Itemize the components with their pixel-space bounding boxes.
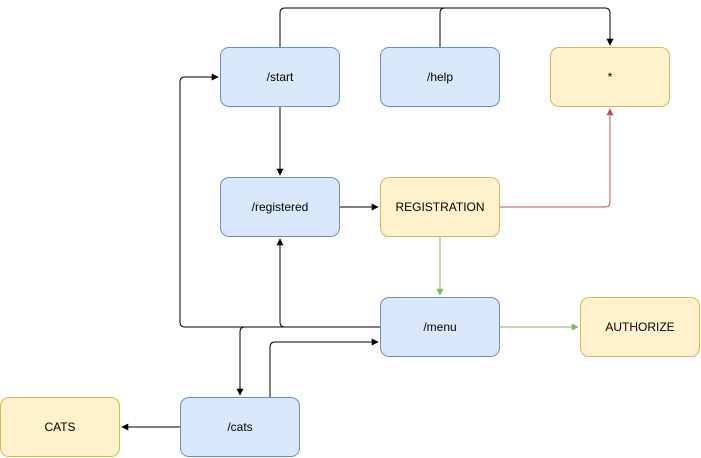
node-cats-command-label: /cats <box>227 420 253 434</box>
node-start[interactable]: /start <box>220 47 340 107</box>
node-cats-state[interactable]: CATS <box>0 397 120 457</box>
node-authorize[interactable]: AUTHORIZE <box>580 297 700 357</box>
node-registered[interactable]: /registered <box>220 177 340 237</box>
node-authorize-label: AUTHORIZE <box>605 320 675 334</box>
edge-registration-to-any <box>500 108 614 208</box>
node-cats-command[interactable]: /cats <box>180 397 300 457</box>
node-any-label: * <box>607 70 613 84</box>
node-cats-state-label: CATS <box>44 420 76 434</box>
node-start-label: /start <box>266 70 294 84</box>
edge-menu-to-registered <box>276 238 380 328</box>
node-any[interactable]: * <box>550 47 670 107</box>
node-registration[interactable]: REGISTRATION <box>380 177 500 237</box>
node-menu-label: /menu <box>423 320 457 334</box>
edge-menu-to-start <box>179 73 380 328</box>
node-registered-label: /registered <box>251 200 309 214</box>
edge-menu-to-cats <box>236 326 380 396</box>
node-registration-label: REGISTRATION <box>395 200 485 214</box>
node-help-label: /help <box>426 70 454 84</box>
edge-start-to-any <box>279 7 614 47</box>
node-help[interactable]: /help <box>380 47 500 107</box>
node-menu[interactable]: /menu <box>380 297 500 357</box>
edge-help-to-any <box>439 7 605 47</box>
edge-cats-to-menu <box>269 338 379 397</box>
